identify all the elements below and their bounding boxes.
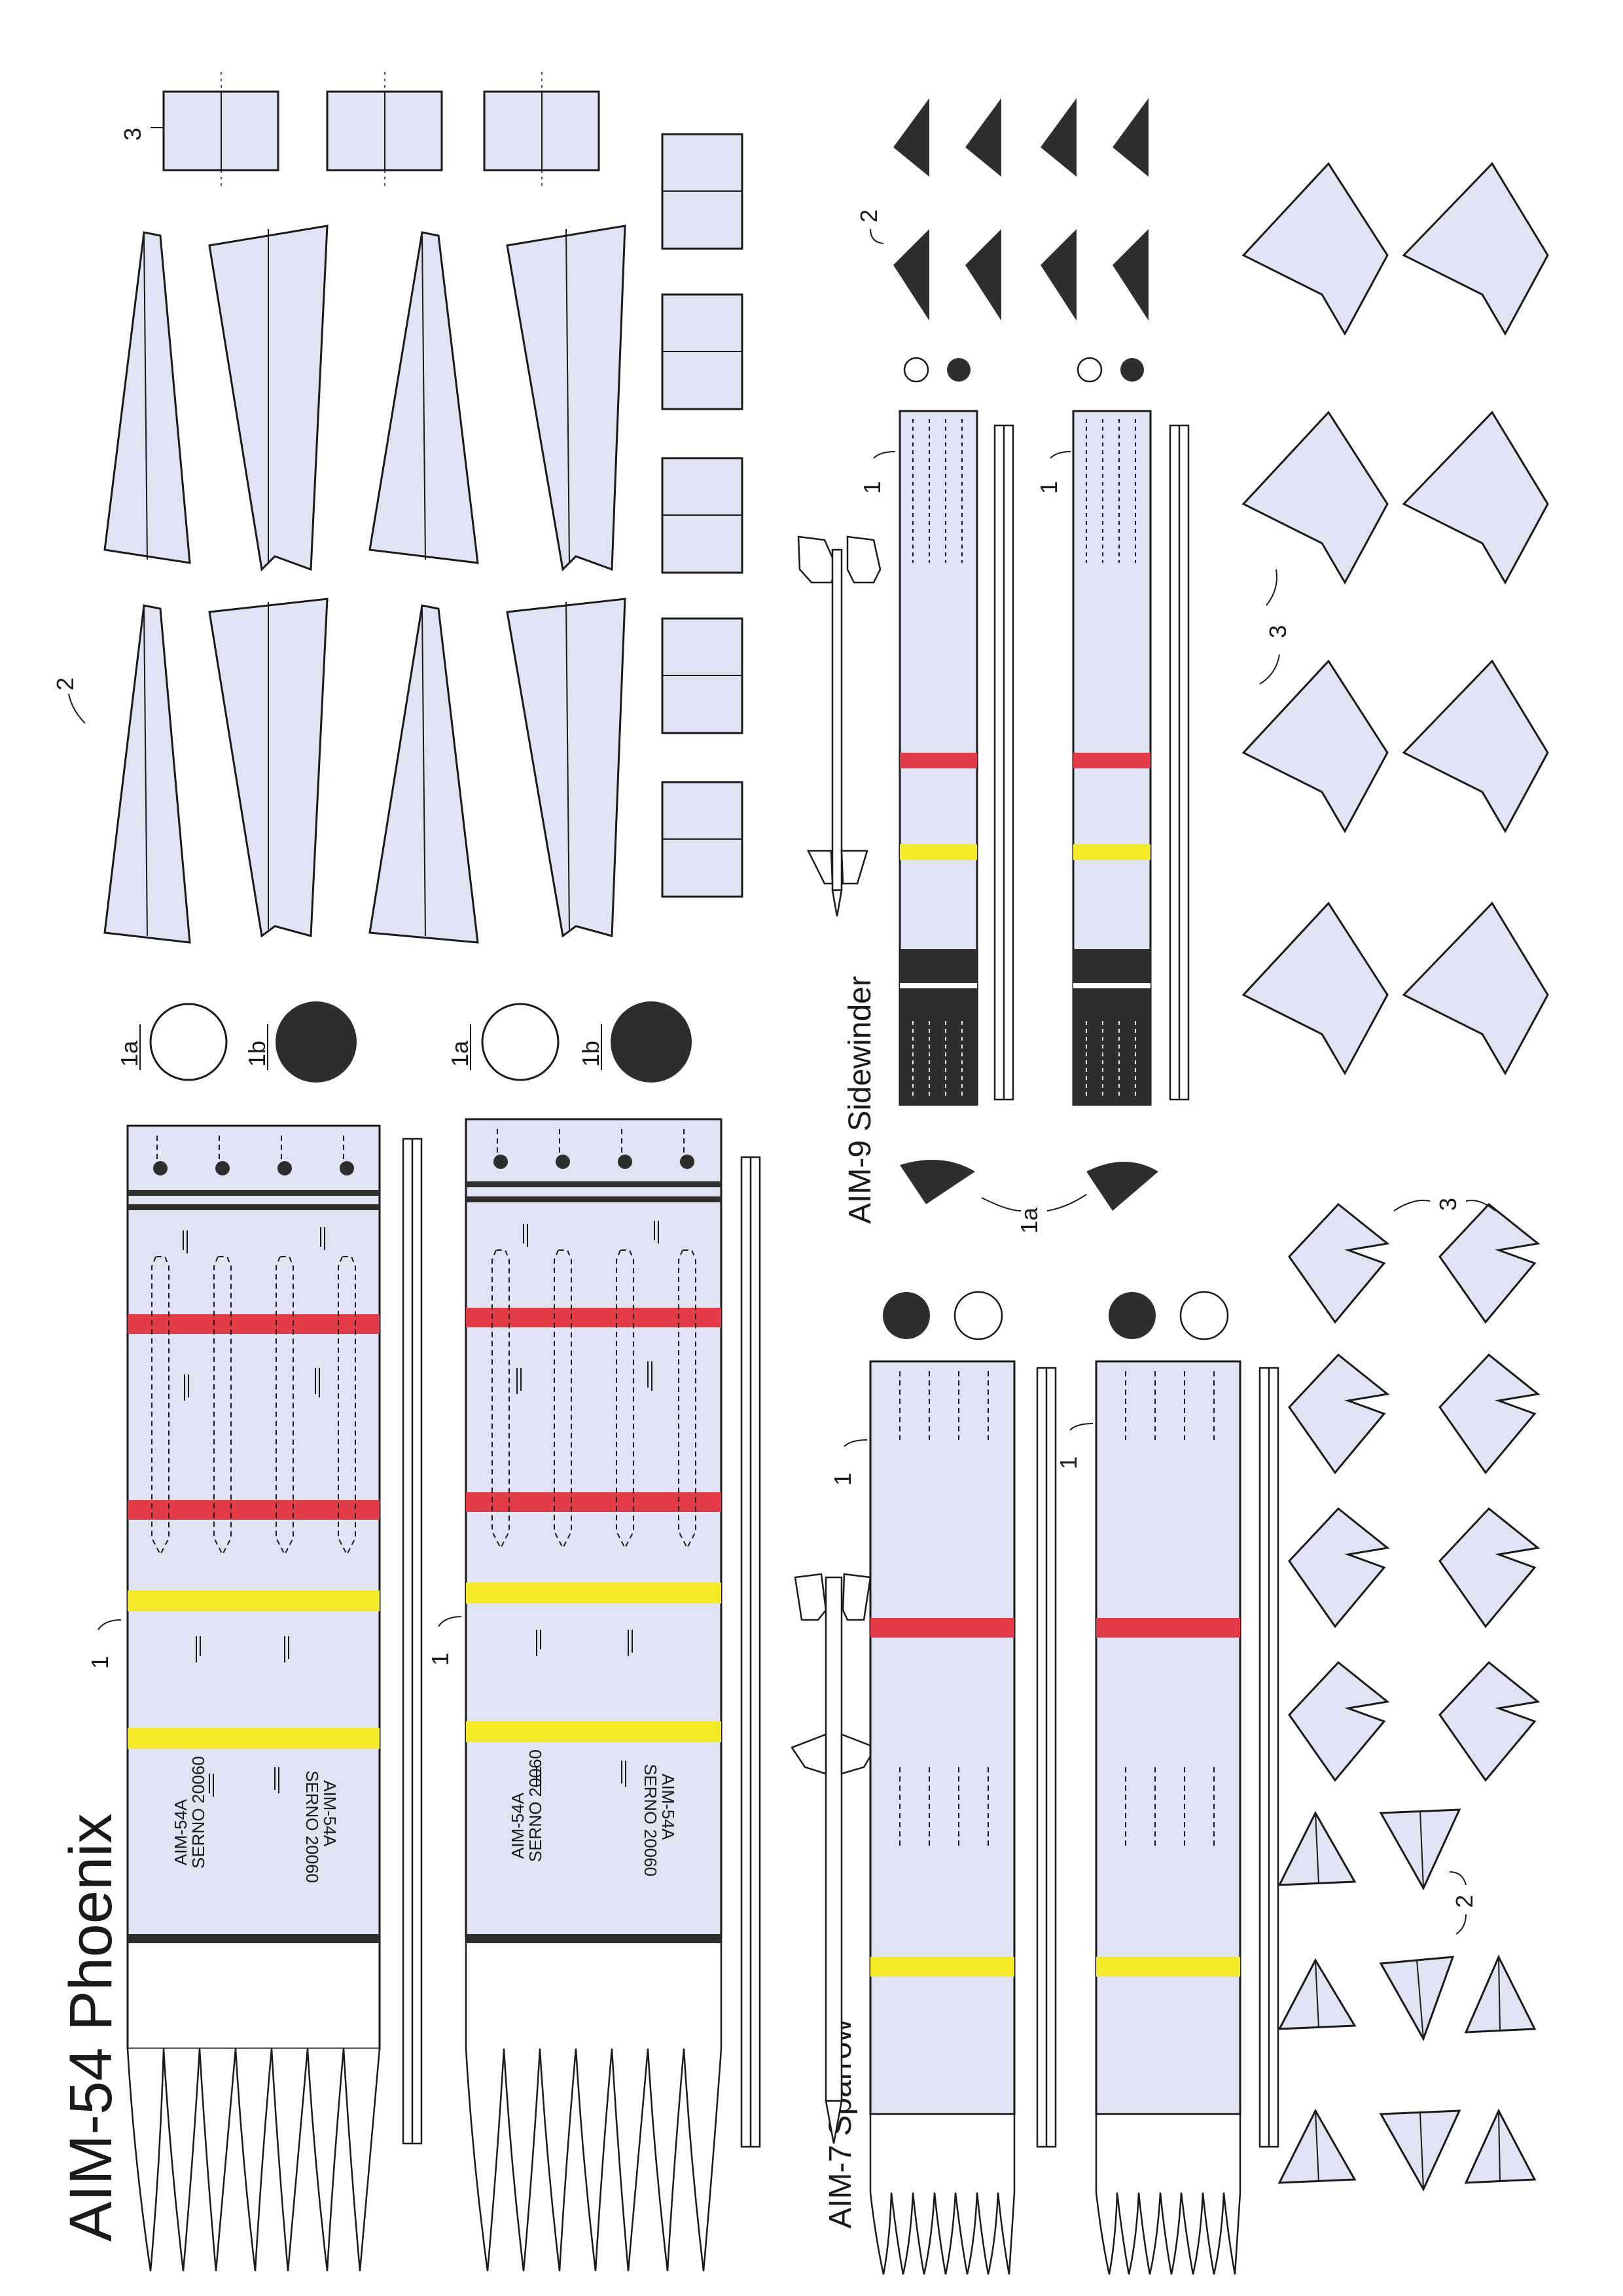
phoenix-fin [506,598,626,938]
sidewinder-1a-label: 1a [981,1194,1087,1234]
nose-cap-1a [149,1003,228,1081]
nose-cap-1b [276,1001,357,1083]
sidewinder-body-labels: 1 1 [859,451,1071,494]
phoenix-labels: 3 2 [52,127,164,724]
phoenix-strips [402,1138,761,2148]
stencil-serno: SERNO 20060 [526,1749,545,1862]
label-part-1: 1 [86,1656,113,1669]
sidewinder-nose-cones [900,1160,1158,1211]
stencil-aim54a: AIM-54A [658,1774,678,1840]
phoenix-body-2: AIM-54A SERNO 20060 AIM-54A SERNO 20060 [465,1118,722,2272]
phoenix-section: AIM-54 Phoenix [52,72,761,2272]
phoenix-title: AIM-54 Phoenix [58,1813,124,2242]
phoenix-nose-caps: 1a 1b 1a 1b [116,1001,692,1083]
stencil-serno: SERNO 20060 [641,1764,660,1876]
stencil-serno: SERNO 20060 [188,1756,208,1869]
phoenix-part3-top [162,72,600,190]
label-part-2: 2 [855,209,882,223]
sidewinder-caps [903,357,1144,383]
phoenix-fins [103,224,626,944]
stencil-serno: SERNO 20060 [302,1770,322,1883]
sidewinder-canards [1241,162,1549,1076]
stencil-aim54a: AIM-54A [171,1799,190,1865]
sidewinder-fins [893,98,1149,321]
sparrow-wings-label: 3 [1393,1198,1496,1211]
canards-label: 3 [1259,569,1291,685]
nose-cap-1a [481,1003,560,1081]
label-part-3: 3 [1435,1198,1461,1211]
phoenix-fin [103,604,191,944]
phoenix-fin [103,231,191,564]
sparrow-wings [1288,1202,1541,1782]
sidewinder-body-1 [899,410,978,1106]
phoenix-body-labels: 1 1 [86,1616,462,1669]
phoenix-fin [506,224,626,572]
sidewinder-fin-label: 2 [855,209,884,244]
sidewinder-body-2 [1072,410,1152,1106]
sidewinder-title: AIM-9 Sidewinder [843,976,878,1224]
phoenix-part3-column [661,133,743,898]
sparrow-strips [1036,1367,1279,2148]
label-part-1: 1 [829,1473,856,1486]
sparrow-body-1 [869,1360,1016,2275]
sparrow-tail-fins [1277,1808,1537,2192]
label-part-2: 2 [1451,1895,1478,1908]
label-part-3: 3 [1264,625,1291,638]
sidewinder-side-view [797,535,882,917]
stencil-aim54a: AIM-54A [320,1780,340,1847]
label-part-1: 1 [1035,481,1062,494]
sparrow-tail-fins-label: 2 [1449,1871,1478,1935]
label-1a: 1a [116,1040,143,1067]
label-1a: 1a [446,1040,473,1067]
phoenix-body-1: AIM-54A SERNO 20060 AIM-54A SERNO 20060 [126,1124,381,2272]
sparrow-caps [883,1291,1229,1340]
label-1b: 1b [243,1041,270,1067]
nose-cap-1b [611,1001,692,1083]
label-part-1: 1 [859,481,885,494]
label-part-3: 3 [119,128,146,141]
sparrow-body-labels: 1 1 [829,1423,1094,1486]
label-part-2: 2 [52,677,79,691]
sidewinder-section: AIM-9 Sidewinder 2 [797,98,1190,1234]
sparrow-side-view [791,1573,877,2144]
sparrow-section: AIM-7 Sparrow [791,1291,1279,2275]
label-1b: 1b [577,1041,604,1067]
stencil-aim54a: AIM-54A [508,1792,527,1859]
sparrow-body-2 [1095,1360,1241,2275]
sidewinder-strips [993,424,1190,1101]
label-part-1: 1 [427,1653,454,1666]
label-part-1: 1 [1055,1456,1082,1469]
